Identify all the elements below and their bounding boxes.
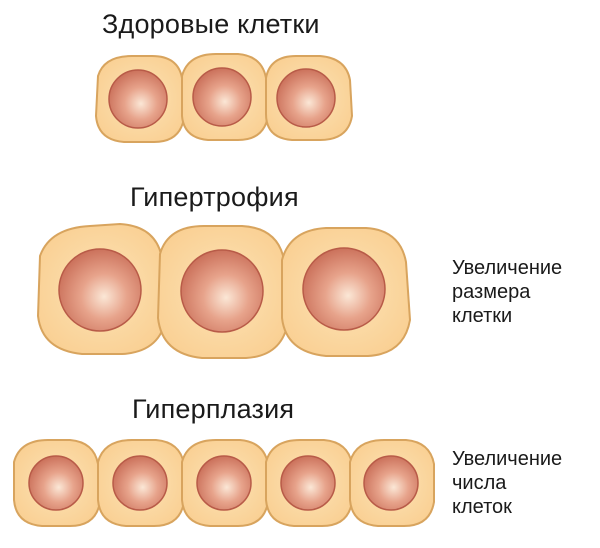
caption-line: Увеличение (452, 448, 563, 470)
hypertrophy-caption: Увеличение размера клетки (452, 256, 562, 328)
hyperplasia-cells-row (13, 439, 435, 527)
hypertrophied-cell (281, 227, 412, 357)
cell-nucleus (302, 247, 386, 331)
hypertrophy-cells-row (36, 222, 412, 359)
cell-nucleus (196, 455, 252, 511)
hyperplastic-cell (97, 439, 185, 527)
cell-nucleus (276, 68, 336, 128)
healthy-cell (265, 55, 354, 141)
cell-nucleus (28, 455, 84, 511)
hyperplastic-cell (265, 439, 353, 527)
caption-line: клеток (452, 496, 512, 518)
healthy-cell (94, 55, 186, 143)
cell-nucleus (180, 249, 264, 333)
cell-nucleus (58, 248, 142, 332)
cell-nucleus (112, 455, 168, 511)
healthy-cells-row (94, 53, 354, 143)
hyperplasia-caption: Увеличение числа клеток (452, 447, 562, 519)
hyperplasia-title: Гиперплазия (132, 394, 295, 424)
hyperplastic-cell (181, 439, 269, 527)
hyperplastic-cell (13, 439, 102, 527)
cell-nucleus (108, 69, 168, 129)
healthy-cell (181, 53, 270, 141)
cell-nucleus (280, 455, 336, 511)
hypertrophied-cell (156, 225, 290, 359)
caption-line: клетки (452, 305, 513, 327)
hyperplastic-cell (349, 439, 435, 527)
caption-line: размера (452, 281, 531, 303)
caption-line: Увеличение (452, 257, 563, 279)
healthy-cells-title: Здоровые клетки (102, 9, 320, 39)
hypertrophy-title: Гипертрофия (130, 182, 299, 212)
hypertrophied-cell (36, 222, 168, 355)
cell-nucleus (192, 67, 252, 127)
cell-nucleus (363, 455, 419, 511)
caption-line: числа (452, 472, 507, 494)
